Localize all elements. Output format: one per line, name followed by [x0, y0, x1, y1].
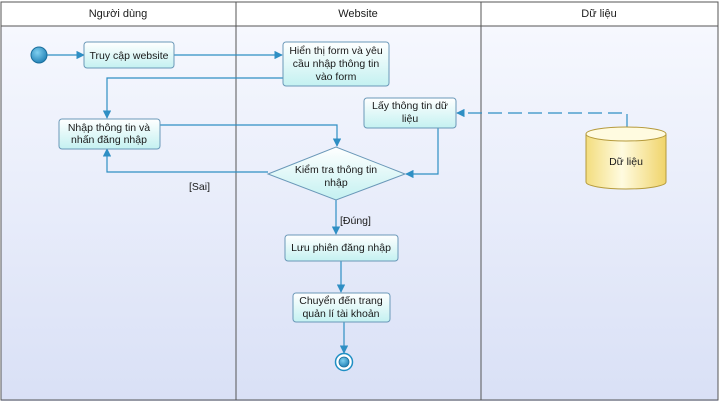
node-label-line: quản lí tài khoản: [302, 308, 379, 320]
swimlane-data: [481, 2, 718, 401]
action-save-session[interactable]: Lưu phiên đăng nhập: [284, 234, 399, 262]
action-redirect[interactable]: Chuyển đến trang quản lí tài khoản: [292, 292, 391, 323]
database-label: Dữ liệu: [609, 156, 643, 168]
flows: [47, 50, 628, 354]
node-label-line: nhập: [324, 177, 348, 189]
flow-show-form-to-enter-info: [102, 77, 283, 119]
node-label-line: Hiển thị form và yêu: [289, 45, 383, 57]
node-label-line: vào form: [316, 71, 357, 83]
start-node[interactable]: [30, 46, 48, 64]
database-icon[interactable]: Dữ liệu: [585, 126, 667, 190]
action-fetch-info[interactable]: Lấy thông tin dữ liệu: [363, 97, 457, 129]
swimlane-user: [1, 2, 236, 401]
action-access-website[interactable]: Truy cập website: [83, 41, 175, 69]
node-label-line: Lưu phiên đăng nhập: [291, 242, 391, 254]
node-label-line: Chuyển đến trang: [299, 295, 383, 307]
node-label-line: Lấy thông tin dữ: [372, 100, 448, 112]
edge-label-false: [Sai]: [189, 181, 210, 193]
flow-check-false: [102, 148, 268, 173]
action-show-form[interactable]: Hiển thị form và yêu cầu nhập thông tin …: [282, 41, 390, 87]
swimlane-website: [236, 2, 481, 401]
node-label-line: cầu nhập thông tin: [293, 58, 380, 70]
flow-fetch-to-check: [405, 128, 439, 179]
node-label-line: Nhập thông tin và: [68, 122, 150, 134]
flow-enter-info-to-check: [160, 124, 342, 147]
lane-title-data: Dữ liệu: [581, 8, 617, 20]
action-enter-info[interactable]: Nhập thông tin và nhấn đăng nhập: [58, 118, 161, 150]
lane-title-website: Website: [338, 8, 378, 20]
decision-check-info[interactable]: Kiểm tra thông tin nhập: [266, 146, 407, 201]
node-label-line: nhấn đăng nhập: [71, 134, 147, 146]
lane-title-user: Người dùng: [89, 8, 148, 20]
node-label-line: liệu: [402, 113, 419, 125]
node-label-line: Kiểm tra thông tin: [295, 164, 377, 176]
end-node[interactable]: [334, 352, 354, 372]
node-label-line: Truy cập website: [90, 50, 169, 62]
edge-label-true: [Đúng]: [340, 215, 371, 227]
flow-database-to-fetch: [456, 108, 628, 128]
